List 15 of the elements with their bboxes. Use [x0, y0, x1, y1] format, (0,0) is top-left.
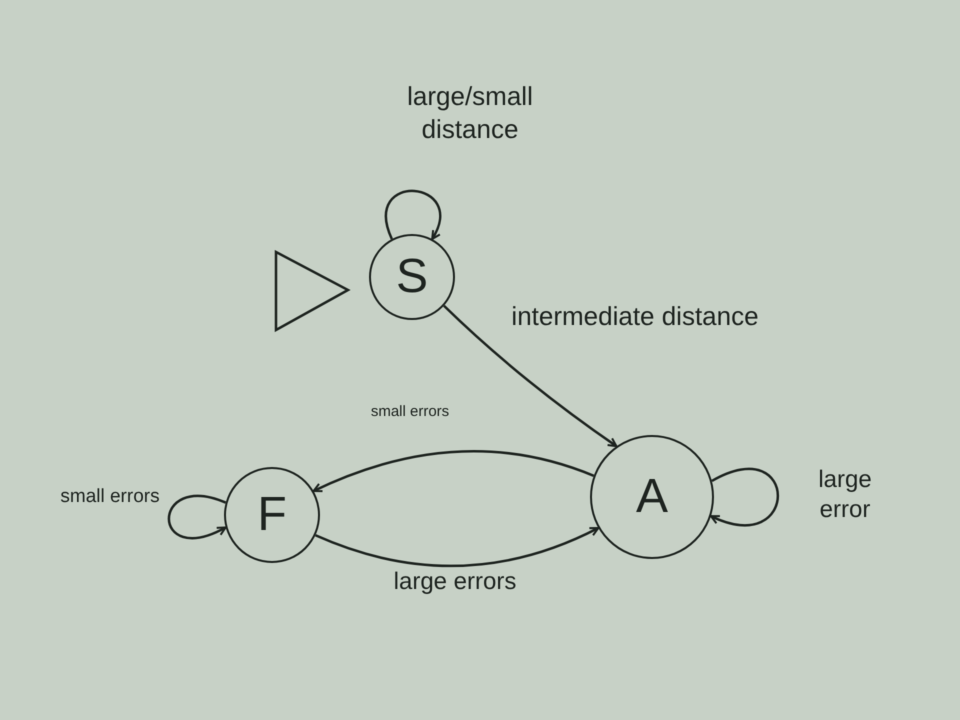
arrow [312, 450, 594, 492]
state-label: S [396, 253, 428, 301]
arrow [443, 304, 618, 448]
state-label: A [636, 473, 668, 521]
edge-label: small errors [370, 403, 450, 422]
edge-label: large errors [392, 567, 518, 597]
state-label: F [257, 491, 287, 539]
loop-arrow [710, 468, 780, 526]
loop-arrow [168, 494, 227, 540]
loop-arrow [385, 190, 442, 240]
edge-label: intermediate distance [510, 300, 760, 332]
edge-label: small errors [59, 485, 161, 509]
arrow [315, 526, 600, 568]
edge-label: large/small distance [406, 80, 534, 145]
edge-label: large error [817, 465, 873, 525]
